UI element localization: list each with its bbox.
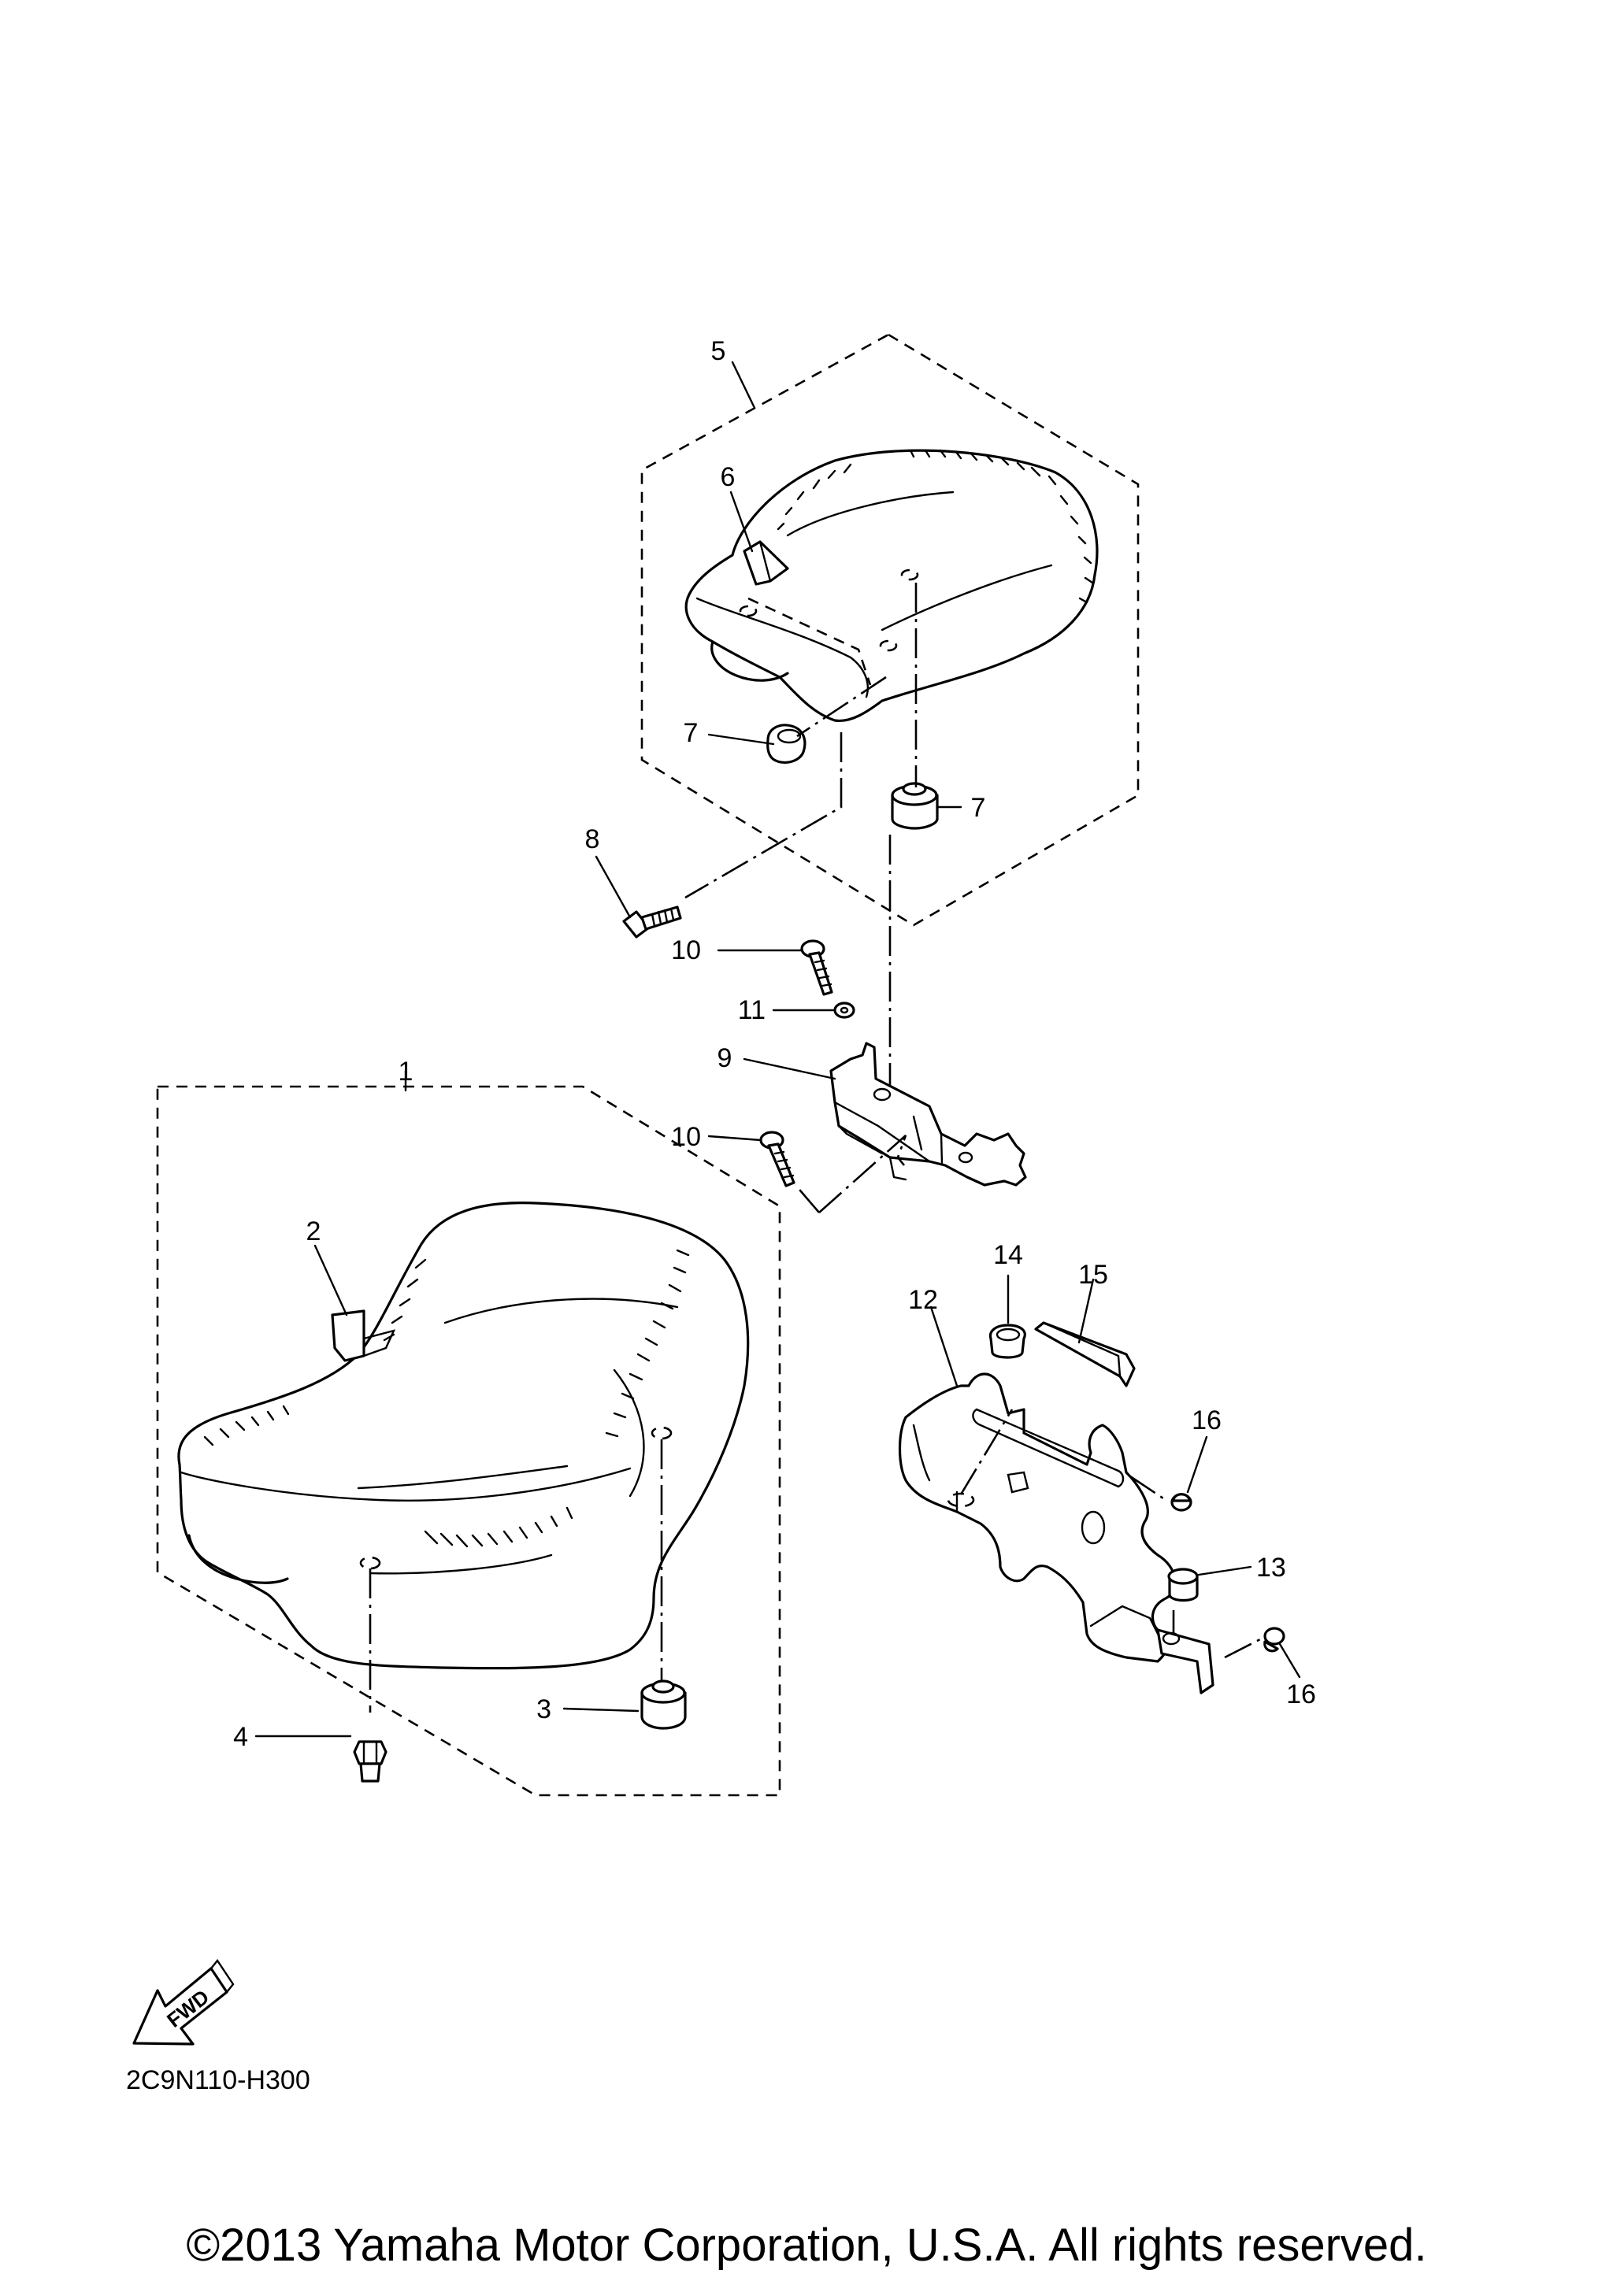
cover-alignment-line-c [1224,1638,1261,1659]
callout-14: 14 [993,1240,1023,1270]
callout-4: 4 [233,1722,248,1752]
callout-8: 8 [585,824,600,854]
passenger-seat-tag [743,540,789,586]
callout-16-upper: 16 [1192,1405,1222,1435]
alignment-line-e [818,1135,907,1213]
rider-seat-nut [353,1740,387,1783]
callout-13: 13 [1256,1553,1286,1583]
callout-12: 12 [908,1285,938,1315]
seat-bracket [829,1042,1027,1187]
callout-10-lower: 10 [671,1122,701,1152]
callout-7-right: 7 [971,793,986,823]
callout-11: 11 [738,995,766,1025]
callout-16-lower: 16 [1286,1679,1316,1709]
passenger-seat-damper-right [891,782,939,830]
passenger-seat-assembly-boundary [640,333,1140,927]
callout-5: 5 [711,336,726,366]
diagram-code: 2C9N110-H300 [126,2065,310,2095]
grommet-13 [1167,1568,1199,1602]
bolt-10-upper [800,939,833,996]
callout-3: 3 [536,1694,551,1724]
bolt-8 [622,905,682,939]
rider-seat [177,1202,750,1670]
band-15 [1034,1321,1136,1387]
passenger-seat-damper-left [766,724,806,764]
fwd-arrow-icon: FWD [132,1958,235,2046]
callout-9: 9 [718,1043,732,1073]
cover-alignment-line-a [959,1409,1014,1495]
callout-15: 15 [1078,1260,1108,1290]
callout-2: 2 [306,1217,321,1246]
callout-1: 1 [399,1057,413,1087]
screw-16-lower [1263,1627,1285,1653]
callout-leaders [254,361,1301,1738]
rider-seat-tag [331,1309,396,1362]
rider-seat-assembly-boundary [156,1085,781,1797]
bolt-10-lower [759,1131,795,1187]
alignment-line-c [684,732,843,899]
grommet-14 [988,1324,1026,1359]
callout-6: 6 [721,462,736,492]
callout-numbers: 5 6 7 7 8 10 11 9 10 1 2 3 4 14 15 12 16… [233,336,1316,1752]
callout-10-upper: 10 [671,935,701,965]
passenger-seat [684,449,1099,723]
cover-alignment-line-b [1129,1475,1166,1502]
copyright-notice: ©2013 Yamaha Motor Corporation, U.S.A. A… [186,2220,1427,2271]
alignment-line-b [796,676,887,738]
washer-11 [833,1002,855,1019]
rider-seat-damper [640,1679,687,1730]
callout-7-left: 7 [684,718,699,748]
screw-16-upper [1170,1493,1192,1512]
side-cover [898,1372,1214,1694]
alignment-line-f [795,1184,820,1213]
